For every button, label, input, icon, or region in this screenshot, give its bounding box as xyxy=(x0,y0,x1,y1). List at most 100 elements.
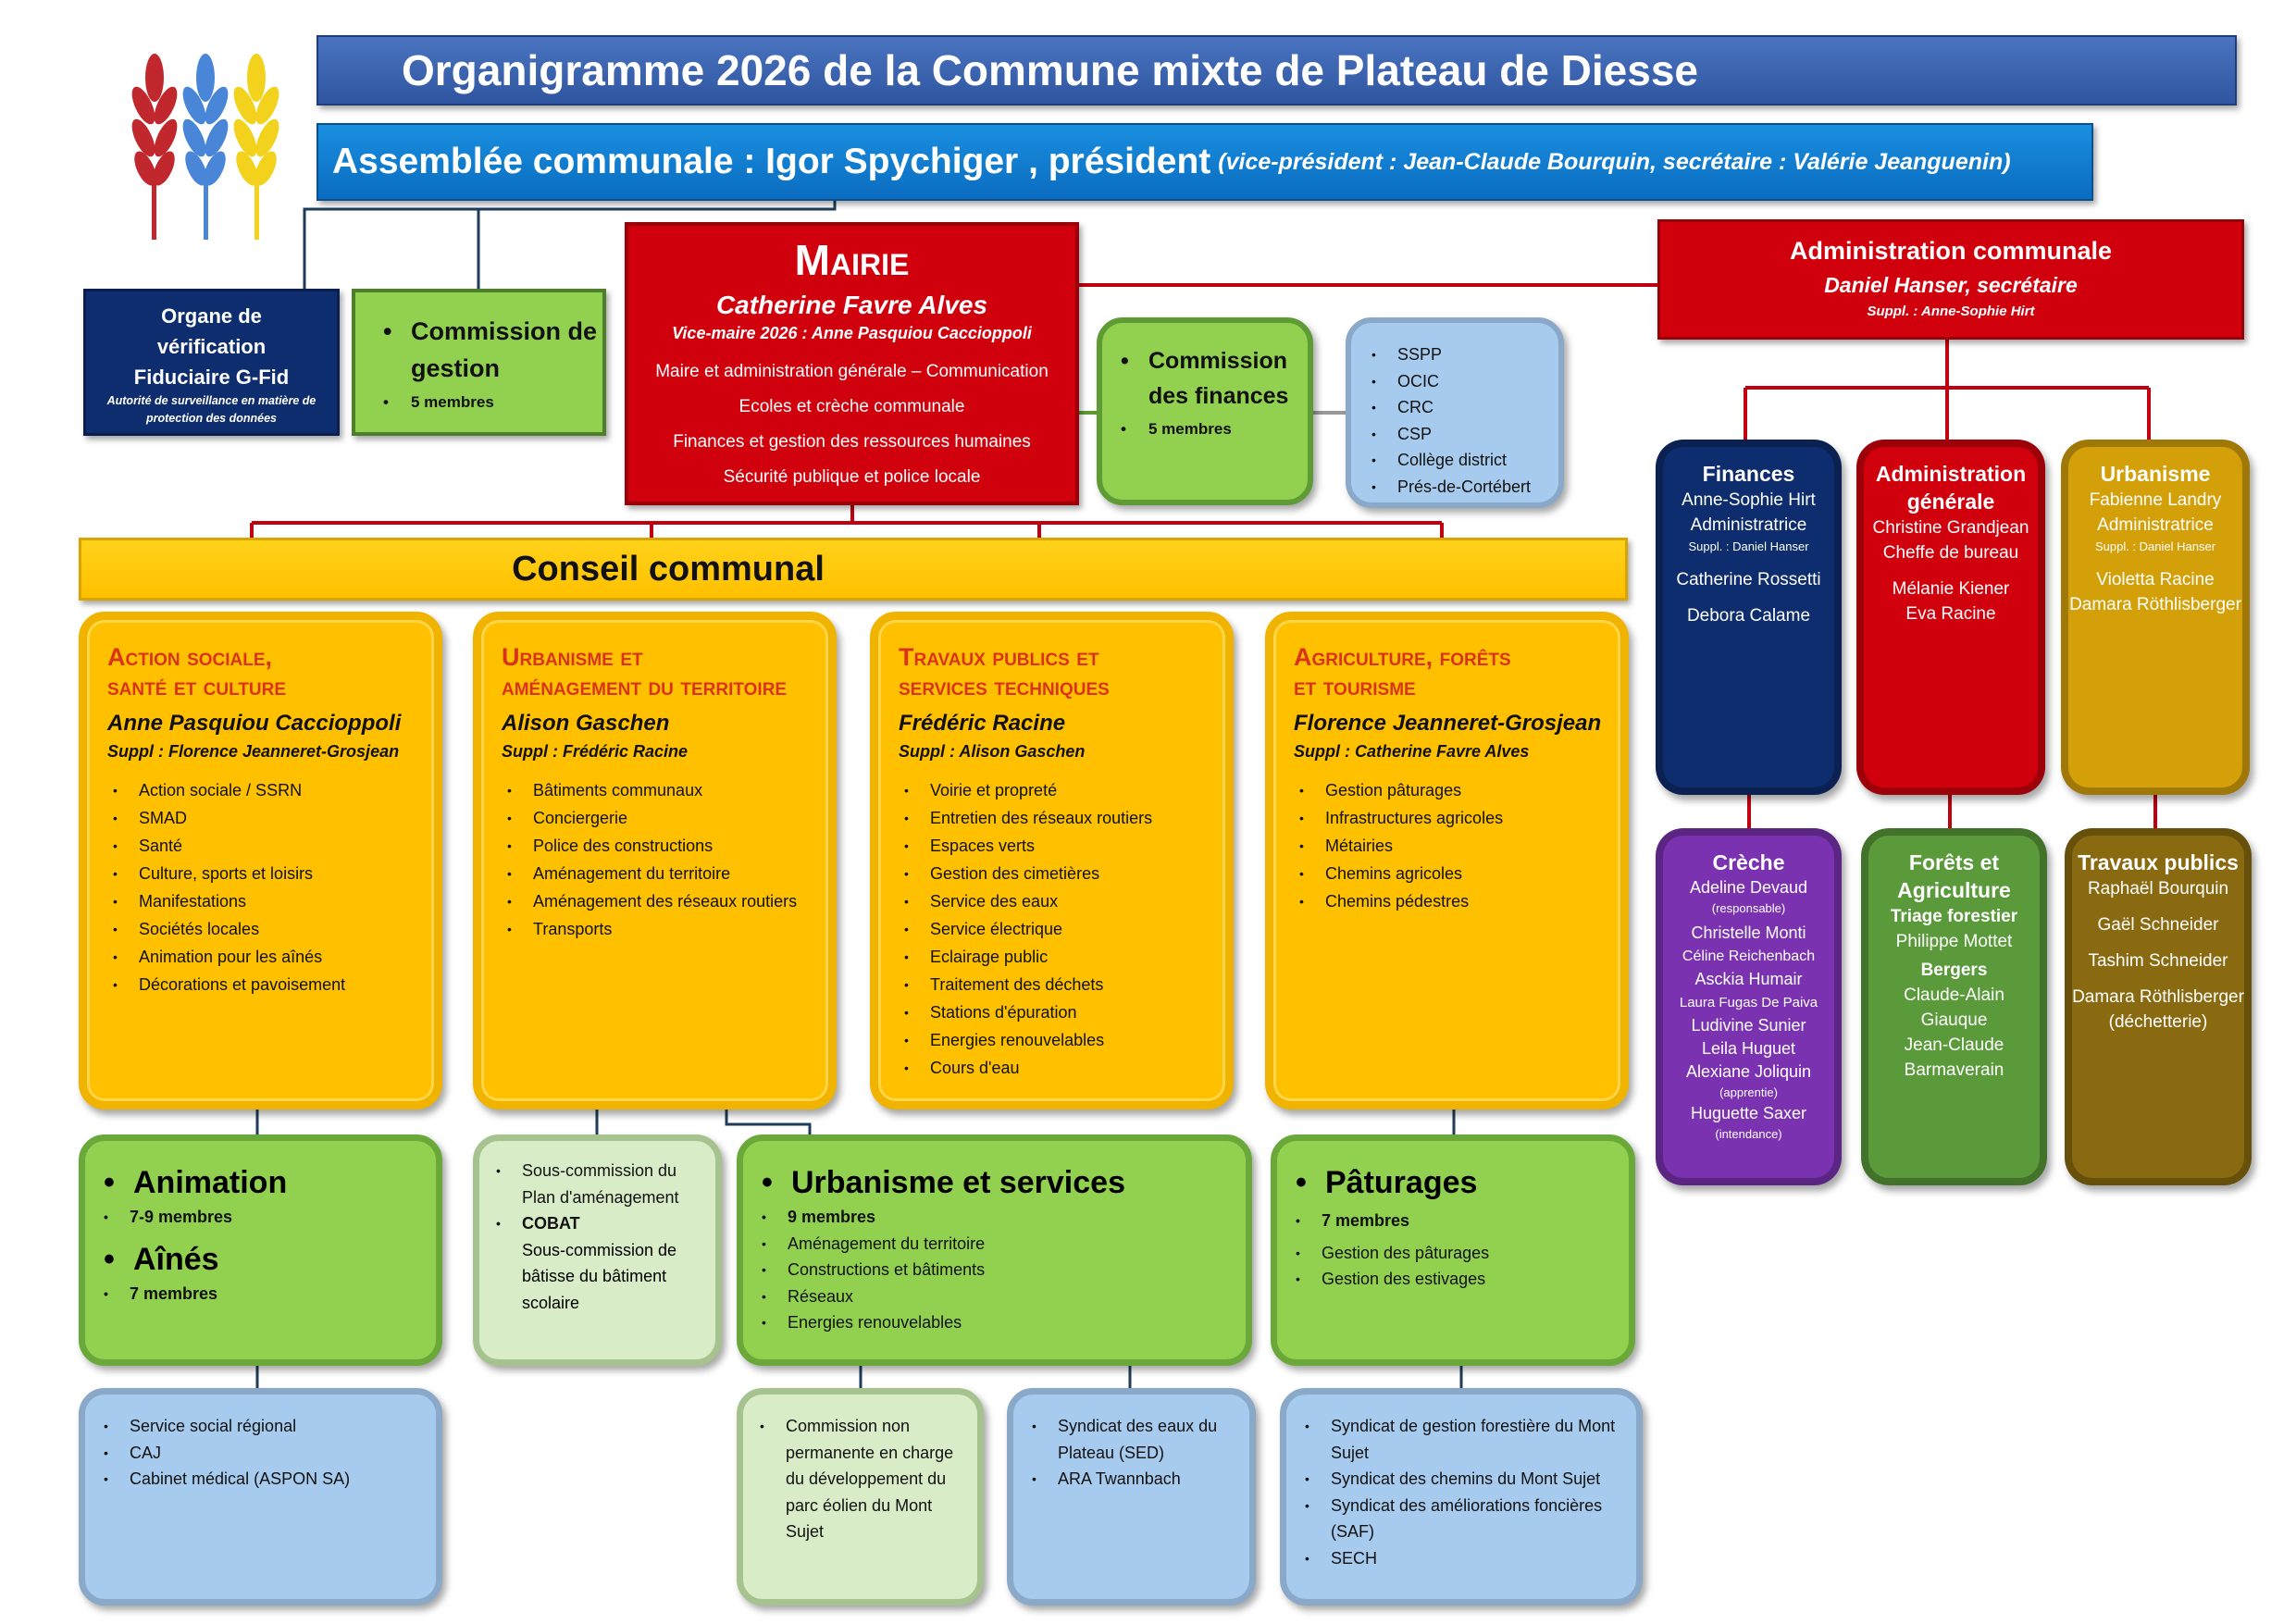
staff-name: Jean-Claude Barmaverain xyxy=(1904,1035,2004,1080)
audit-subtitle: Autorité de surveillance en matière de p… xyxy=(106,394,316,425)
item-list: Bâtiments communauxConciergeriePolice de… xyxy=(507,776,813,943)
staff-name: Raphaël Bourquin xyxy=(2087,879,2229,899)
service-admin-general: Administration générale Christine Grandj… xyxy=(1856,440,2045,795)
department-task: Energies renouvelables xyxy=(904,1026,1210,1054)
department-task: Chemins pédestres xyxy=(1299,887,1606,915)
title-line: Agriculture, forêts xyxy=(1294,643,1511,671)
department-head: Alison Gaschen xyxy=(502,711,670,736)
department-task: Gestion pâturages xyxy=(1299,776,1606,804)
department-task: Décorations et pavoisement xyxy=(113,971,419,998)
department-task: Aménagement du territoire xyxy=(507,860,813,887)
commission-task: Energies renouvelables xyxy=(762,1309,1236,1336)
title-line: aménagement du territoire xyxy=(502,673,788,700)
staff-name: Christine Grandjean xyxy=(1872,518,2029,538)
title-line: Travaux publics et xyxy=(899,643,1099,671)
staff-deputy: Suppl. : Daniel Hanser xyxy=(2094,539,2216,553)
staff-role: (intendance) xyxy=(1715,1127,1782,1141)
service-title: Urbanisme xyxy=(2100,462,2211,486)
external-item: Syndicat des eaux du Plateau (SED) xyxy=(1032,1413,1240,1466)
service-forests-agriculture: Forêts et Agriculture Triage forestier P… xyxy=(1861,828,2047,1185)
mayor-responsibility: Maire et administration générale – Commu… xyxy=(655,362,1049,381)
department-task: Métairies xyxy=(1299,832,1606,860)
department-deputy: Suppl : Frédéric Racine xyxy=(502,742,689,761)
assembly-president: Assemblée communale : Igor Spychiger , p… xyxy=(332,142,1211,181)
item-list: Syndicat des eaux du Plateau (SED)ARA Tw… xyxy=(1032,1413,1240,1493)
partner-item: Prés-de-Cortébert xyxy=(1371,474,1558,501)
service-title: Administration générale xyxy=(1875,462,2027,514)
commission-task: Gestion des estivages xyxy=(1296,1266,1620,1293)
title-line: Urbanisme et xyxy=(502,643,643,671)
title-line: santé et culture xyxy=(107,673,287,700)
staff-role: (responsable) xyxy=(1711,901,1786,915)
department-task: Espaces verts xyxy=(904,832,1210,860)
item-list: Service social régionalCAJCabinet médica… xyxy=(104,1413,427,1493)
department-task: Cours d'eau xyxy=(904,1054,1210,1082)
forest-syndicates-box: Syndicat de gestion forestière du Mont S… xyxy=(1280,1388,1643,1605)
service-title: Travaux publics xyxy=(2078,850,2239,874)
commission-title: Pâturages xyxy=(1296,1161,1620,1204)
department-task: Stations d'épuration xyxy=(904,998,1210,1026)
external-item: Cabinet médical (ASPON SA) xyxy=(104,1466,427,1493)
page-title: Organigramme 2026 de la Commune mixte de… xyxy=(316,35,2237,105)
department-task: Police des constructions xyxy=(507,832,813,860)
partner-item: CSP xyxy=(1371,421,1558,448)
commission-title: Aînés xyxy=(104,1238,427,1281)
assembly-banner: Assemblée communale : Igor Spychiger , p… xyxy=(316,123,2093,201)
staff-name: Leila Huguet xyxy=(1701,1039,1796,1058)
team-title: Bergers xyxy=(1920,961,1988,980)
mayor-responsibility: Ecoles et crèche communale xyxy=(738,397,965,416)
item-list: Aménagement du territoireConstructions e… xyxy=(762,1231,1236,1336)
item-list: Commission non permanente en charge du d… xyxy=(760,1413,968,1545)
audit-line-2: vérification xyxy=(156,335,267,358)
staff-name: Ludivine Sunier xyxy=(1691,1016,1806,1035)
staff-name: Eva Racine xyxy=(1905,604,1996,624)
service-nursery: Crèche Adeline Devaud (responsable) Chri… xyxy=(1656,828,1842,1185)
item-list: Action sociale / SSRNSMADSantéCulture, s… xyxy=(113,776,419,998)
staff-name: Tashim Schneider xyxy=(2088,951,2228,971)
staff-role: Administratrice xyxy=(2097,515,2214,535)
service-urbanism: Urbanisme Fabienne Landry Administratric… xyxy=(2061,440,2250,795)
subcommission-item: Sous-commission du Plan d'aménagement xyxy=(496,1158,706,1210)
commission-title: Urbanisme et services xyxy=(762,1161,1236,1204)
department-task: Santé xyxy=(113,832,419,860)
administration-title: Administration communale xyxy=(1789,237,2113,265)
staff-name: Damara Röthlisberger (déchetterie) xyxy=(2072,987,2244,1032)
department-task: Culture, sports et loisirs xyxy=(113,860,419,887)
title-line: et tourisme xyxy=(1294,673,1416,700)
department-task: Eclairage public xyxy=(904,943,1210,971)
service-title: Finances xyxy=(1702,462,1795,486)
staff-name: Philippe Mottet xyxy=(1895,932,2013,951)
staff-role: Cheffe de bureau xyxy=(1882,543,2019,563)
item-list: Voirie et propretéEntretien des réseaux … xyxy=(904,776,1210,1082)
department-head: Frédéric Racine xyxy=(899,711,1066,736)
mayor-name: Catherine Favre Alves xyxy=(715,291,988,319)
administration-box: Administration communale Daniel Hanser, … xyxy=(1657,219,2244,340)
social-services-box: Service social régionalCAJCabinet médica… xyxy=(79,1388,442,1605)
staff-name: Adeline Devaud xyxy=(1689,878,1808,897)
service-title: Forêts et Agriculture xyxy=(1897,850,2011,902)
vice-mayor: Vice-maire 2026 : Anne Pasquiou Cacciopp… xyxy=(672,324,1032,342)
staff-name: Catherine Rossetti xyxy=(1676,570,1821,589)
staff-deputy: Suppl. : Daniel Hanser xyxy=(1688,539,1809,553)
pasture-commission-box: Pâturages 7 membres Gestion des pâturage… xyxy=(1271,1134,1635,1366)
commission-members: 7 membres xyxy=(104,1281,427,1308)
mayor-responsibility: Finances et gestion des ressources humai… xyxy=(673,432,1031,452)
staff-role: Administratrice xyxy=(1690,515,1807,535)
animation-commission-box: Animation 7-9 membres Aînés 7 membres xyxy=(79,1134,442,1366)
department-task: Voirie et propreté xyxy=(904,776,1210,804)
audit-line-3: Fiduciaire G-Fid xyxy=(133,366,290,389)
staff-name: Fabienne Landry xyxy=(2089,490,2222,510)
commission-members: 7 membres xyxy=(1296,1208,1620,1234)
staff-name: Violetta Racine Damara Röthlisberger xyxy=(2069,570,2241,614)
external-item: SECH xyxy=(1305,1545,1627,1572)
item-list: Syndicat de gestion forestière du Mont S… xyxy=(1305,1413,1627,1571)
subcommission-text: Sous-commission de bâtisse du bâtiment s… xyxy=(522,1240,677,1312)
partner-item: OCIC xyxy=(1371,368,1558,395)
administration-deputy: Suppl. : Anne-Sophie Hirt xyxy=(1867,304,2035,319)
subcommission-box: Sous-commission du Plan d'aménagement CO… xyxy=(473,1134,722,1366)
staff-name: Laura Fugas De Paiva xyxy=(1679,995,1818,1010)
staff-name: Claude-Alain Giauque xyxy=(1904,986,2004,1030)
